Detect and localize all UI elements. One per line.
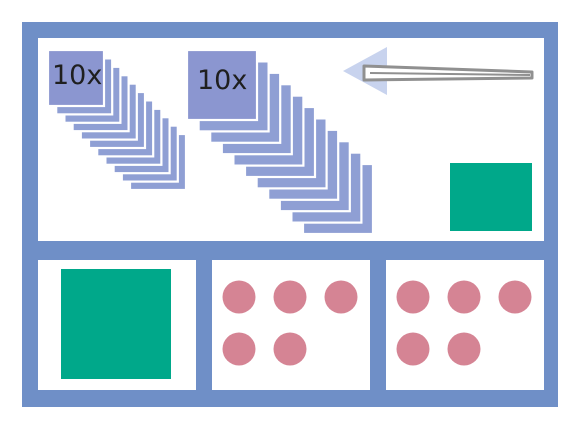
- tweezers-icon: [362, 64, 534, 82]
- right-dot-1: [396, 280, 430, 314]
- stack-2-label: 10x: [197, 65, 247, 96]
- stack-1-label: 10x: [52, 60, 102, 91]
- stack-2-sheet-1: [185, 48, 259, 122]
- right-dot-4: [396, 332, 430, 366]
- right-dot-5: [447, 332, 481, 366]
- middle-dot-1: [222, 280, 256, 314]
- sheet-stack-2: [185, 48, 375, 236]
- middle-dot-2: [273, 280, 307, 314]
- dot-group-middle: [222, 280, 358, 366]
- middle-dot-4: [222, 332, 256, 366]
- bottom-middle-compartment: [212, 260, 370, 390]
- bottom-right-compartment: [386, 260, 544, 390]
- dot-group-right: [396, 280, 532, 366]
- middle-dot-5: [273, 332, 307, 366]
- sheet-stack-1: [46, 48, 188, 192]
- stack-1-sheet-1: [46, 48, 106, 108]
- right-dot-3: [498, 280, 532, 314]
- green-square-bottom: [61, 269, 171, 379]
- right-dot-2: [447, 280, 481, 314]
- green-square-top: [450, 163, 532, 231]
- middle-dot-3: [324, 280, 358, 314]
